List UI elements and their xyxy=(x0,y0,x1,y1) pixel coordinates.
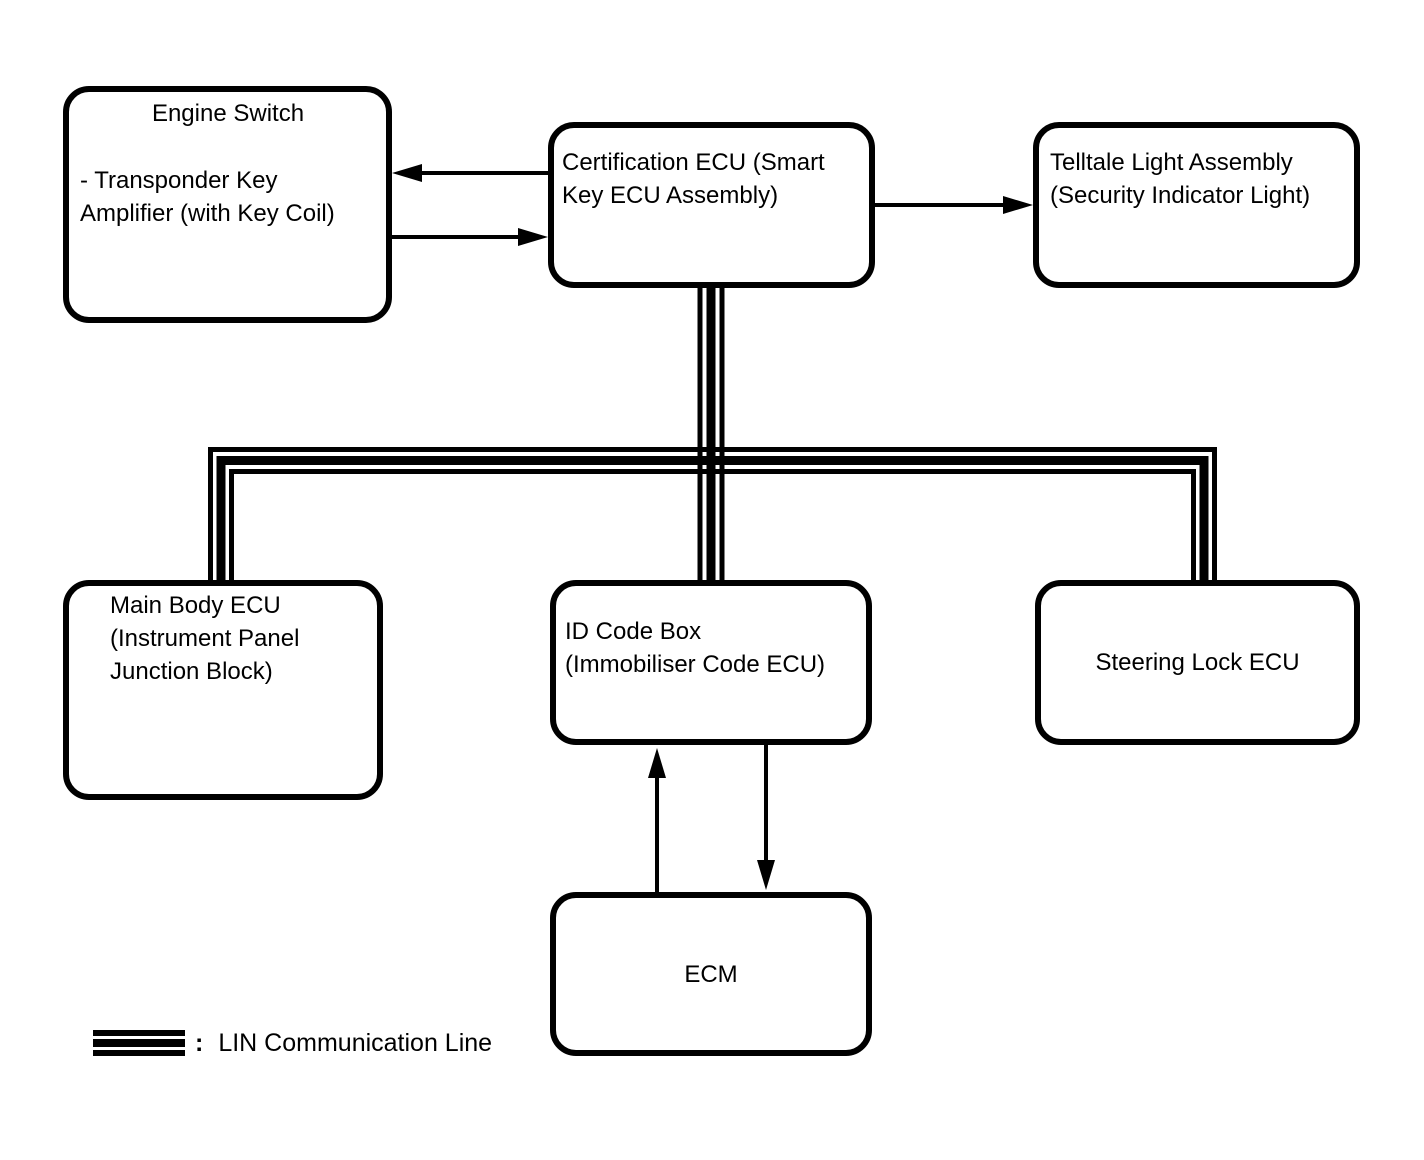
lin-communication-line xyxy=(208,285,1217,586)
node-ecm: ECM xyxy=(550,892,872,1056)
arrow-ecm-to-id-code-box xyxy=(648,748,666,892)
telltale-light-label: Telltale Light Assembly (Security Indica… xyxy=(1050,149,1311,209)
node-id-code-box: ID Code Box (Immobiliser Code ECU) xyxy=(550,580,872,745)
lin-symbol-bar xyxy=(93,1050,185,1056)
id-code-box-label: ID Code Box (Immobiliser Code ECU) xyxy=(565,618,826,678)
legend-label: LIN Communication Line xyxy=(218,1029,493,1057)
certification-ecu-label: Certification ECU (Smart Key ECU Assembl… xyxy=(562,149,825,209)
node-telltale-light-assembly: Telltale Light Assembly (Security Indica… xyxy=(1033,122,1360,288)
arrow-certification-to-engine-switch xyxy=(392,164,548,182)
main-body-ecu-label: Main Body ECU (Instrument Panel Junction… xyxy=(110,592,300,685)
lin-triple-line-symbol-icon xyxy=(93,1030,185,1056)
arrow-id-code-box-to-ecm xyxy=(757,745,775,890)
legend: : LIN Communication Line xyxy=(93,1028,492,1058)
ecm-label: ECM xyxy=(684,960,738,988)
engine-switch-title: Engine Switch xyxy=(151,100,305,127)
engine-switch-detail: - Transponder Key Amplifier (with Key Co… xyxy=(80,167,335,227)
node-main-body-ecu: Main Body ECU (Instrument Panel Junction… xyxy=(63,580,383,800)
arrow-certification-to-telltale xyxy=(875,196,1033,214)
node-steering-lock-ecu: Steering Lock ECU xyxy=(1035,580,1360,745)
lin-symbol-bar xyxy=(93,1030,185,1036)
node-engine-switch: Engine Switch - Transponder Key Amplifie… xyxy=(63,86,392,323)
steering-lock-ecu-label: Steering Lock ECU xyxy=(1095,649,1300,676)
arrow-engine-switch-to-certification xyxy=(392,228,548,246)
node-certification-ecu: Certification ECU (Smart Key ECU Assembl… xyxy=(548,122,875,288)
legend-separator: : xyxy=(195,1029,204,1057)
lin-symbol-bar xyxy=(93,1039,185,1047)
